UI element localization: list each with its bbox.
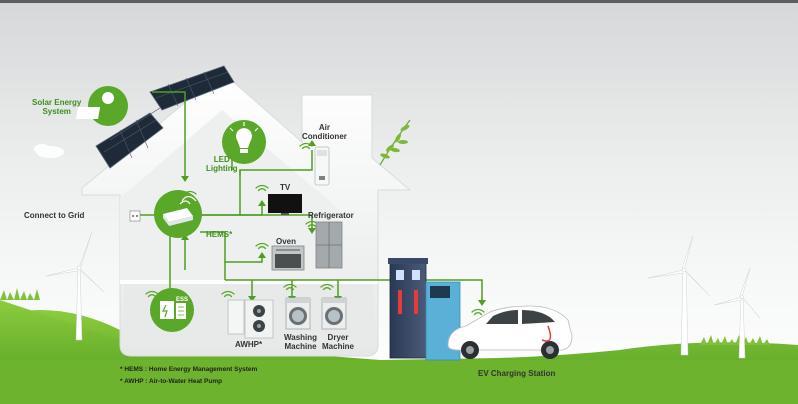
label-hems: HEMS* xyxy=(206,230,233,239)
connection-lines xyxy=(138,91,483,302)
ess-battery-icon xyxy=(150,288,194,332)
label-dryer-machine: Dryer Machine xyxy=(322,333,354,351)
label-ev-charging-station: EV Charging Station xyxy=(478,369,556,378)
grass-ground xyxy=(0,288,798,404)
label-washing-line1: Washing xyxy=(284,333,318,342)
wind-turbine-right-2 xyxy=(713,267,761,359)
label-ac-line1: Air xyxy=(318,123,330,132)
ev-charging-station xyxy=(388,258,461,361)
wind-turbine-right-1 xyxy=(647,235,711,356)
label-dryer-line1: Dryer xyxy=(327,333,349,342)
refrigerator xyxy=(315,221,343,269)
grid-plug-icon xyxy=(129,210,141,222)
label-ac-line2: Conditioner xyxy=(302,132,347,141)
awhp-unit xyxy=(227,299,274,339)
label-oven: Oven xyxy=(276,237,297,246)
washing-machine xyxy=(285,297,311,330)
top-border xyxy=(0,0,798,3)
footnote-hems: * HEMS : Home Energy Management System xyxy=(120,366,258,373)
label-dryer-line2: Machine xyxy=(322,342,355,351)
cloud xyxy=(34,144,64,158)
plant-icon xyxy=(379,119,411,166)
label-solar-energy-system: Solar Energy System xyxy=(32,98,81,116)
hems-router-icon xyxy=(154,190,202,238)
label-ess: ESS xyxy=(176,297,189,303)
dryer-machine xyxy=(321,297,347,330)
label-led-lighting: LED Lighting xyxy=(206,155,238,173)
label-led-line2: Lighting xyxy=(206,164,238,173)
television xyxy=(268,194,302,215)
solar-energy-icon xyxy=(76,86,128,126)
label-air-conditioner: Air Conditioner xyxy=(302,123,347,141)
label-solar-line2: System xyxy=(42,107,71,116)
label-led-line1: LED xyxy=(213,155,230,164)
solar-panels xyxy=(95,65,235,169)
label-tv: TV xyxy=(280,183,291,192)
oven xyxy=(271,245,305,271)
label-awhp: AWHP* xyxy=(235,340,263,349)
footnote-awhp: * AWHP : Air-to-Water Heat Pump xyxy=(120,378,223,385)
wind-turbine-left xyxy=(45,231,105,341)
electric-car xyxy=(447,305,573,359)
label-solar-line1: Solar Energy xyxy=(32,98,82,107)
air-conditioner xyxy=(314,146,330,186)
label-washing-machine: Washing Machine xyxy=(284,333,317,351)
led-bulb-icon xyxy=(222,120,266,164)
label-connect-to-grid: Connect to Grid xyxy=(24,211,85,220)
label-refrigerator: Refrigerator xyxy=(308,211,354,220)
label-washing-line2: Machine xyxy=(284,342,317,351)
